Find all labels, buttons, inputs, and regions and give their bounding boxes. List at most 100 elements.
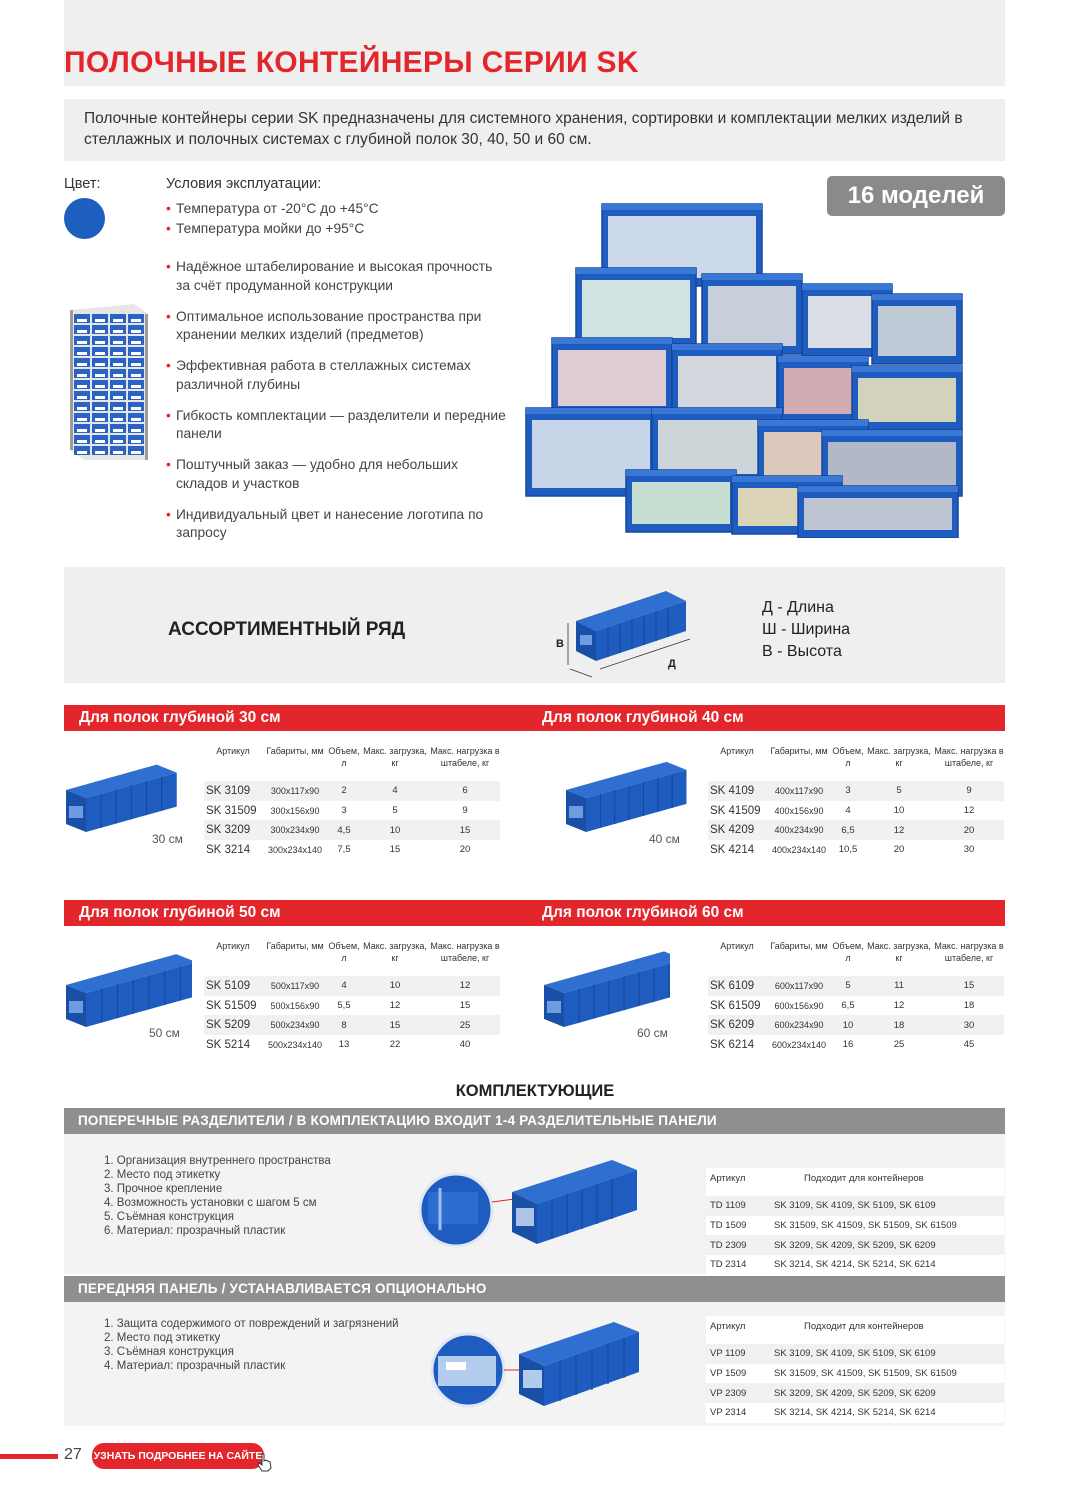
- table-cell: TD 2314: [710, 1259, 747, 1271]
- conditions-list: Температура от -20°C до +45°C Температур…: [166, 199, 379, 239]
- box-label-60: 60 см: [637, 1026, 668, 1040]
- table-cell: VP 2314: [710, 1407, 747, 1419]
- intro-text: Полочные контейнеры серии SK предназначе…: [64, 99, 1005, 161]
- condition-item: Температура от -20°C до +45°C: [166, 199, 379, 219]
- table-cell: 5: [392, 805, 398, 817]
- col-vol: Объем, л: [832, 746, 864, 768]
- col-fit: Подходит для контейнеров: [804, 1173, 924, 1184]
- learn-more-button[interactable]: УЗНАТЬ ПОДРОБНЕЕ НА САЙТЕ: [92, 1443, 264, 1469]
- table-cell: SK 4209: [708, 820, 766, 841]
- dim-h-label: В: [556, 638, 564, 650]
- condition-item: Температура мойки до +95°C: [166, 219, 379, 239]
- box-image-40: [566, 761, 687, 832]
- box-label-40: 40 см: [649, 832, 680, 846]
- legend-item: В - Высота: [762, 643, 842, 660]
- col-vol: Объем, л: [832, 941, 864, 963]
- col-dims: Габариты, мм: [266, 941, 324, 951]
- color-label: Цвет:: [64, 176, 101, 192]
- table-cell: 15: [934, 976, 1004, 996]
- table-cell: 18: [963, 1000, 975, 1012]
- footer-accent-line: [0, 1454, 58, 1459]
- table-cell: SK 61509: [710, 999, 761, 1012]
- rack-illustration: [70, 304, 148, 460]
- table-cell: 20: [459, 844, 471, 856]
- table-cell: 4: [328, 976, 360, 996]
- col-stack: Макс. нагрузка в штабеле, кг: [934, 746, 1004, 768]
- hand-cursor-icon: [257, 1453, 272, 1472]
- table-cell: 22: [389, 1039, 401, 1051]
- table-cell: SK 3214, SK 4214, SK 5214, SK 6214: [774, 1259, 936, 1271]
- front-panel-image: [430, 1322, 639, 1408]
- table-cell: SK 5209: [204, 1015, 262, 1036]
- table-cell: 13: [338, 1039, 350, 1051]
- legend-item: Д - Длина: [762, 599, 834, 616]
- table-cell: 8: [328, 1015, 360, 1036]
- col-dims: Габариты, мм: [770, 941, 828, 951]
- table-cell: 5,5: [337, 1000, 351, 1012]
- table-cell: 10,5: [838, 844, 858, 856]
- table-cell: SK 31509, SK 41509, SK 51509, SK 61509: [774, 1368, 957, 1380]
- table-cell: 20: [893, 844, 905, 856]
- table-cell: 16: [842, 1039, 854, 1051]
- divider-feature: 6. Материал: прозрачный пластик: [104, 1225, 286, 1237]
- table-cell: 600x156x90: [774, 1000, 824, 1011]
- table-cell: SK 31509: [206, 804, 257, 817]
- col-art: Артикул: [216, 746, 250, 756]
- page-number: 27: [64, 1446, 82, 1463]
- table-cell: 12: [864, 820, 934, 841]
- table-cell: SK 3209, SK 4209, SK 5209, SK 6209: [774, 1383, 1004, 1404]
- dividers-bar: ПОПЕРЕЧНЫЕ РАЗДЕЛИТЕЛИ / В КОМПЛЕКТАЦИЮ …: [64, 1108, 1005, 1134]
- table-cell: 11: [864, 976, 934, 996]
- table-cell: 9: [462, 805, 468, 817]
- table-cell: SK 51509: [206, 999, 257, 1012]
- table-cell: SK 6209: [708, 1015, 766, 1036]
- table-cell: 400x234x90: [766, 820, 832, 841]
- feature-item: Оптимальное использование пространства п…: [166, 308, 506, 345]
- table-cell: 600x234x90: [766, 1015, 832, 1036]
- group-bar-40: Для полок глубиной 40 см: [527, 705, 1005, 731]
- col-vol: Объем, л: [328, 746, 360, 768]
- table-cell: 25: [893, 1039, 905, 1051]
- front-panel-bar: ПЕРЕДНЯЯ ПАНЕЛЬ / УСТАНАВЛИВАЕТСЯ ОПЦИОН…: [64, 1276, 1005, 1302]
- col-fit: Подходит для контейнеров: [804, 1321, 924, 1332]
- divider-feature: 4. Возможность установки с шагом 5 см: [104, 1197, 317, 1209]
- group-bar-50: Для полок глубиной 50 см: [64, 900, 534, 926]
- col-art: Артикул: [720, 941, 754, 951]
- col-load: Макс. загрузка, кг: [867, 941, 931, 963]
- legend-item: Ш - Ширина: [762, 621, 851, 638]
- table-cell: TD 1509: [710, 1220, 747, 1232]
- dividers-feature-list: 1. Организация внутреннего пространства …: [104, 1154, 331, 1238]
- col-dims: Габариты, мм: [770, 746, 828, 756]
- table-cell: SK 41509: [710, 804, 761, 817]
- table-cell: 20: [934, 820, 1004, 841]
- table-cell: 15: [430, 820, 500, 841]
- table-cell: 10: [893, 805, 905, 817]
- table-cell: 4: [845, 805, 851, 817]
- col-art: Артикул: [710, 1321, 746, 1332]
- accessories-title: КОМПЛЕКТУЮЩИЕ: [455, 1082, 615, 1100]
- panel-feature: 4. Материал: прозрачный пластик: [104, 1360, 286, 1372]
- table-cell: 400x117x90: [766, 781, 832, 801]
- table-cell: SK 3109, SK 4109, SK 5109, SK 6109: [774, 1344, 1004, 1364]
- containers-stack-image: [525, 203, 963, 538]
- table-cell: 300x234x90: [262, 820, 328, 841]
